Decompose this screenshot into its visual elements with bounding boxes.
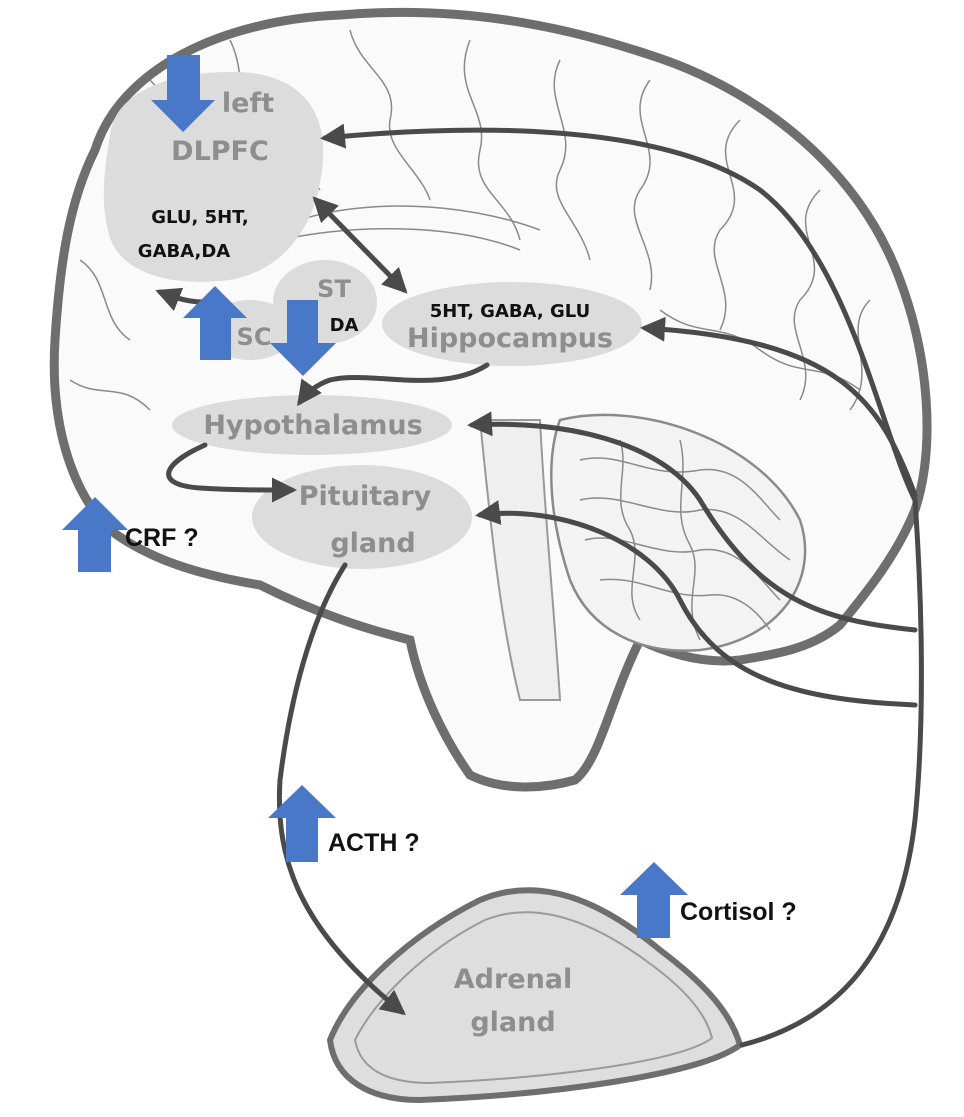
pituitary-label-line1: Pituitary bbox=[299, 481, 432, 512]
dlpfc-transmitters-line2: GABA,DA bbox=[138, 241, 230, 262]
st-transmitter: DA bbox=[330, 315, 359, 336]
adrenal-label-line1: Adrenal bbox=[454, 964, 573, 995]
hippocampus-transmitters: 5HT, GABA, GLU bbox=[430, 301, 590, 322]
adrenal-label-line2: gland bbox=[470, 1007, 555, 1038]
hypothalamus-label: Hypothalamus bbox=[203, 410, 422, 441]
dlpfc-label-line1: left bbox=[222, 88, 274, 119]
acth-label: ACTH ? bbox=[328, 829, 420, 857]
pituitary-label-line2: gland bbox=[330, 528, 415, 559]
cortisol-label: Cortisol ? bbox=[680, 898, 797, 926]
hippocampus-label: Hippocampus bbox=[407, 323, 613, 354]
dlpfc-transmitters-line1: GLU, 5HT, bbox=[151, 207, 248, 228]
dlpfc-label-line2: DLPFC bbox=[171, 136, 269, 167]
st-label: ST bbox=[317, 275, 351, 303]
crf-label: CRF ? bbox=[125, 524, 199, 552]
sc-label: SC bbox=[237, 323, 272, 351]
adrenal-gland-shape bbox=[330, 890, 740, 1100]
